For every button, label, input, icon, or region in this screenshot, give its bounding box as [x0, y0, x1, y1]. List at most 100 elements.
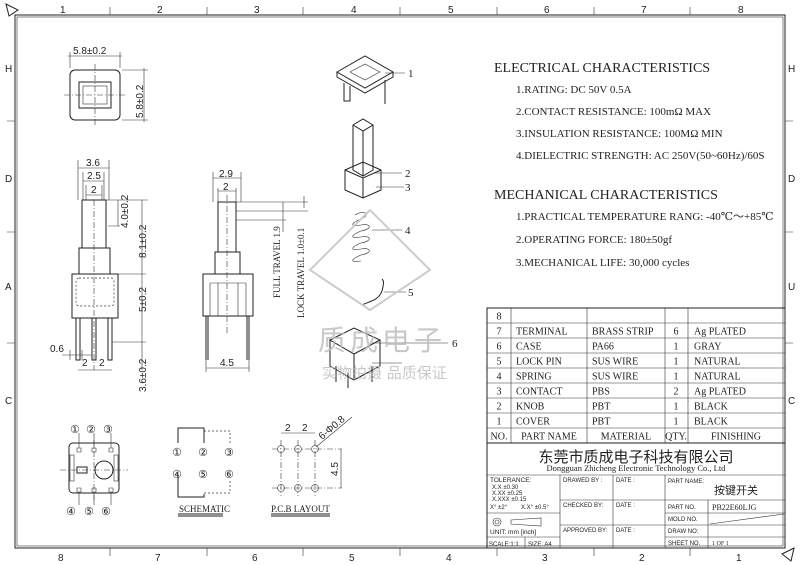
scale-label: SCALE:1:1 — [489, 542, 519, 548]
dim-3-6: 3.6 — [86, 158, 100, 169]
zone-bottom-7: 7 — [155, 553, 161, 564]
zone-top-1: 1 — [60, 5, 66, 16]
bom-cell: 6 — [674, 327, 679, 338]
bom-cell: 1 — [674, 342, 679, 353]
bom-cell: PBT — [592, 417, 610, 428]
zone-right-h: H — [788, 64, 795, 75]
pin-1-label: ① — [70, 424, 80, 436]
zone-bottom-2: 2 — [639, 553, 645, 564]
watermark-line1: 质成电子 — [318, 324, 446, 357]
tolerance-angle-fine: X.X° ±0.5° — [521, 505, 549, 511]
schematic-pin-3: ③ — [224, 447, 234, 459]
bom-cell: 1 — [674, 417, 679, 428]
schematic-pin-4: ④ — [172, 469, 182, 481]
checked-date-label: DATE : — [616, 503, 635, 509]
zone-right-d: D — [788, 174, 795, 185]
bom-cell: BLACK — [694, 402, 729, 413]
bom-cell: 2 — [497, 402, 502, 413]
bom-header-cell: QTY. — [665, 432, 687, 443]
dim-2-side: 2 — [223, 182, 229, 193]
part-name-value: 按键开关 — [714, 483, 758, 497]
bom-cell: 4 — [497, 372, 502, 383]
bom-cell: LOCK PIN — [516, 357, 562, 368]
zone-top-4: 4 — [351, 5, 357, 16]
drawing-frame — [5, 3, 795, 562]
pin-6-label: ⑥ — [101, 506, 111, 518]
part-name-label: PART NAME: — [668, 479, 704, 485]
bom-cell: 2 — [674, 387, 679, 398]
bom-cell: GRAY — [694, 342, 721, 353]
electrical-item-3: 3.INSULATION RESISTANCE: 100MΩ MIN — [516, 128, 723, 140]
electrical-item-2: 2.CONTACT RESISTANCE: 100mΩ MAX — [516, 106, 711, 118]
lock-travel-label: LOCK TRAVEL 1.0±0.1 — [296, 228, 306, 318]
part-no-label: PART NO. — [668, 505, 696, 511]
dim-2-5: 2.5 — [87, 171, 101, 182]
drawed-by-label: DRAWED BY : — [563, 478, 603, 484]
zone-top-3: 3 — [254, 5, 260, 16]
zone-left-a: A — [5, 282, 12, 293]
pcb-dim-4-5: 4.5 — [330, 462, 341, 476]
bom-header-cell: NO. — [491, 432, 508, 443]
bom-cell: SPRING — [516, 372, 552, 383]
callout-2: 2 — [405, 168, 411, 180]
schematic-pin-1: ① — [172, 447, 182, 459]
zone-top-5: 5 — [448, 5, 454, 16]
bom-cell: Ag PLATED — [694, 327, 746, 338]
tolerance-symbols — [492, 517, 542, 527]
top-view-height-dim: 5.8±0.2 — [135, 84, 146, 118]
checked-by-label: CHECKED BY: — [563, 503, 604, 509]
zone-top-2: 2 — [157, 5, 163, 16]
tolerance-1: X.X ±0.30 — [492, 485, 519, 491]
pin-4-label: ④ — [66, 506, 76, 518]
pin-2-label: ② — [86, 424, 96, 436]
dim-2-9: 2.9 — [219, 169, 233, 180]
size-label: SIZE: A4 — [528, 542, 552, 548]
zone-left-d: D — [5, 174, 12, 185]
sheet-no-label: SHEET NO. — [668, 541, 701, 547]
bom-cell: 6 — [497, 342, 502, 353]
bom-cell: 7 — [497, 327, 502, 338]
tolerance-angle: X° ±2° — [490, 505, 508, 511]
pcb-hole-note: 6-Φ0.8 — [317, 414, 348, 442]
zone-bottom-4: 4 — [446, 553, 452, 564]
specifications: ELECTRICAL CHARACTERISTICS 1.RATING: DC … — [494, 61, 774, 269]
mechanical-item-3: 3.MECHANICAL LIFE: 30,000 cycles — [516, 257, 689, 269]
bom-header-cell: FINISHING — [711, 432, 761, 443]
bom-cell: 8 — [497, 312, 502, 323]
bom-cell: 1 — [674, 357, 679, 368]
watermark-line2: 实物拍摄 品质保证 — [322, 364, 447, 382]
dim-pitch-1: 2 — [82, 358, 88, 369]
bom-cell: NATURAL — [694, 372, 741, 383]
pcb-layout: 2 2 4.5 6-Φ0.8 P.C.B LAYOUT — [271, 414, 353, 517]
dim-8-1: 8.1±0.2 — [138, 224, 149, 258]
schematic-pin-5: ⑤ — [198, 469, 208, 481]
drawed-date-label: DATE : — [616, 478, 635, 484]
bom-header-cell: PART NAME — [521, 432, 577, 443]
bom-cell: 3 — [497, 387, 502, 398]
callout-5: 5 — [408, 287, 414, 299]
zone-bottom-6: 6 — [252, 553, 258, 564]
bom-cell: PBS — [592, 387, 610, 398]
approved-by-label: APPROVED BY: — [563, 528, 608, 534]
dim-0-6: 0.6 — [50, 344, 64, 355]
mold-no-label: MOLD NO. — [668, 517, 698, 523]
exploded-view: 1 2 3 4 5 6 — [328, 55, 458, 388]
zone-right-c: C — [788, 396, 795, 407]
tolerance-3: X.XXX ±0.15 — [492, 497, 527, 503]
side-view: 2.9 2 4.5 FULL TRAVEL 1.9 LOCK TRAVEL 1.… — [202, 169, 308, 372]
front-view: 3.6 2.5 2 4.0±0.2 8.1±0.2 5±0.2 3.6±0.2 … — [50, 158, 149, 392]
pcb-dim-2b: 2 — [302, 423, 308, 434]
bom-cell: 5 — [497, 357, 502, 368]
bom-cell: 1 — [674, 402, 679, 413]
mechanical-item-1: 1.PRACTICAL TEMPERATURE RANG: -40℃～+85℃ — [516, 211, 774, 223]
tolerance-label: TOLERANCE: — [490, 477, 532, 484]
dim-5: 5±0.2 — [138, 287, 149, 312]
schematic: ① ② ③ ④ ⑤ ⑥ SCHEMATIC — [172, 427, 234, 517]
callout-6: 6 — [452, 338, 458, 350]
bom-cell: TERMINAL — [516, 327, 568, 338]
full-travel-label: FULL TRAVEL 1.9 — [272, 226, 282, 298]
bom-cell: PA66 — [592, 342, 614, 353]
top-view: 5.8±0.2 5.8±0.2 — [64, 46, 148, 126]
zone-bottom-3: 3 — [542, 553, 548, 564]
